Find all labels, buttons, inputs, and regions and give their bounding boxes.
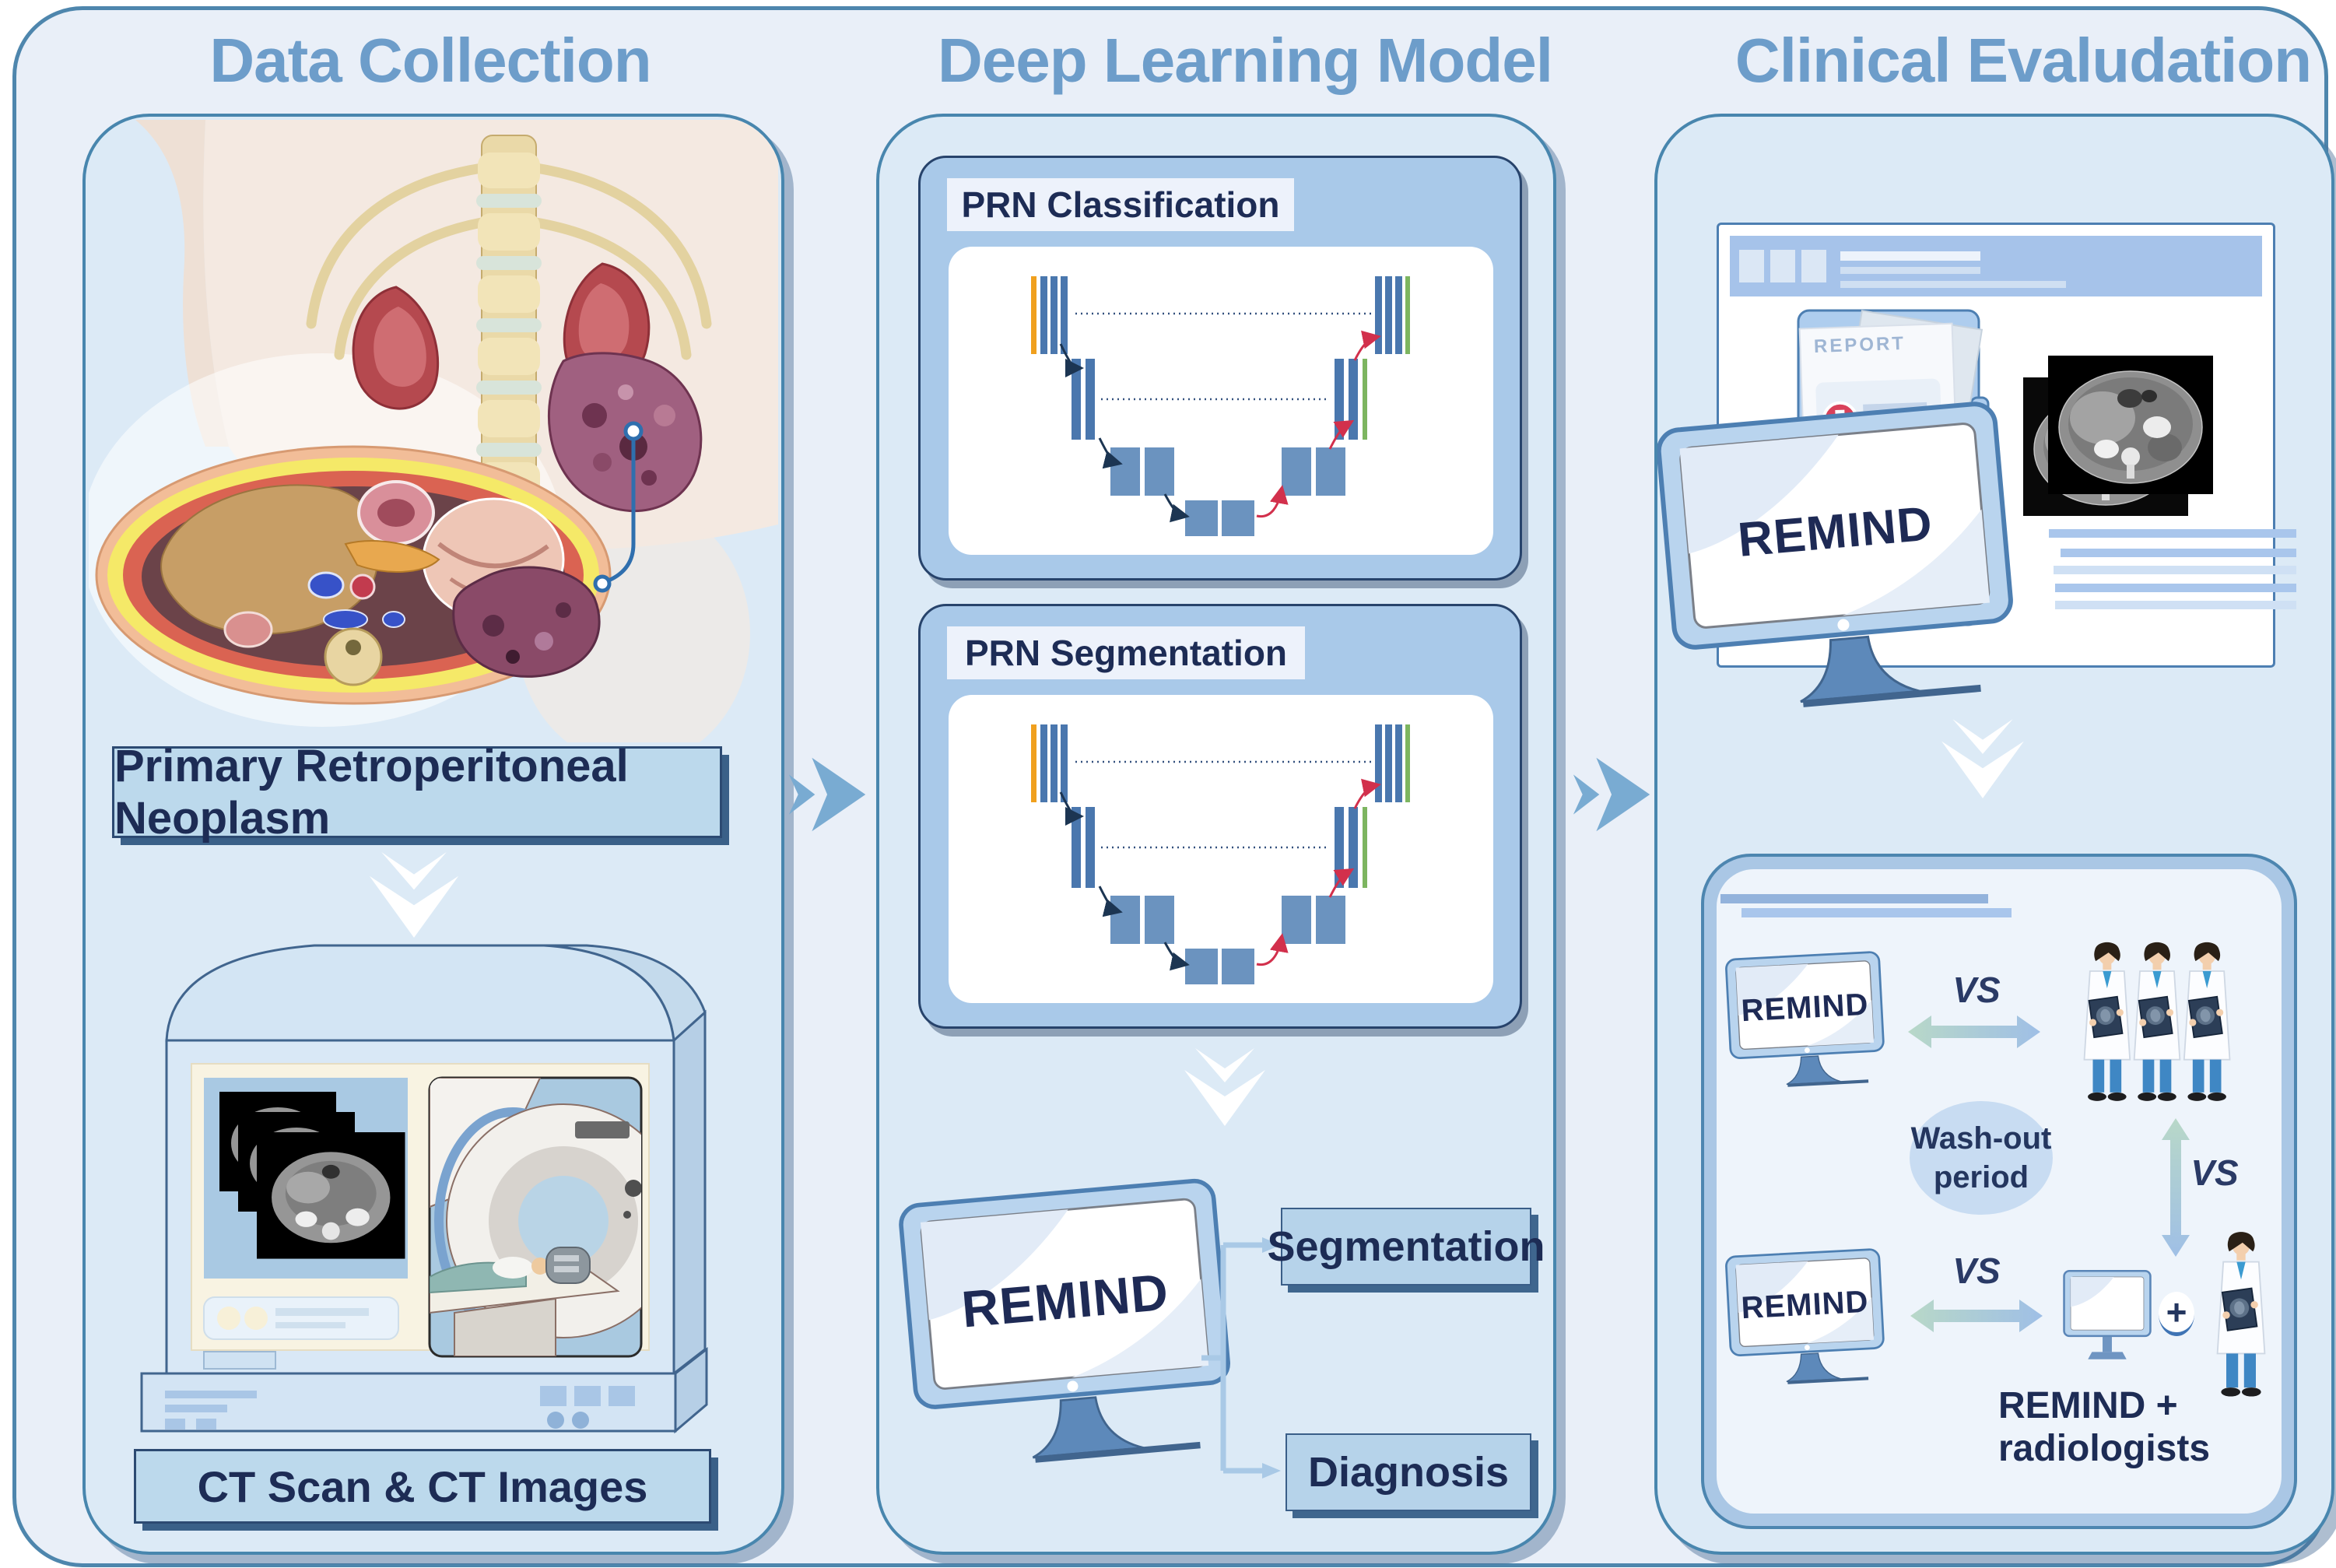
remind-monitor: REMIND bbox=[893, 1172, 1243, 1485]
header-line bbox=[1840, 251, 1980, 261]
prn-classification-box: PRN Classification bbox=[918, 156, 1522, 581]
vs-arrow-vertical bbox=[2162, 1118, 2190, 1257]
remind-monitor-text: REMIND bbox=[1735, 496, 1935, 568]
washout-line1: Wash-out bbox=[1910, 1121, 2052, 1156]
monitor-frame bbox=[1725, 1248, 1885, 1384]
chevron-down-icon bbox=[369, 852, 459, 938]
section-title-data-collection: Data Collection bbox=[209, 26, 651, 95]
prn-segmentation-box: PRN Segmentation bbox=[918, 604, 1522, 1029]
panel-deep-learning: PRN Classification bbox=[876, 114, 1556, 1555]
flow-chevrons-right-icon bbox=[788, 757, 866, 832]
remind-plus-radiologists-label: REMIND + radiologists bbox=[1998, 1385, 2211, 1469]
report-text-line bbox=[2054, 566, 2296, 574]
ribs bbox=[306, 163, 712, 360]
washout-line2: period bbox=[1933, 1160, 2029, 1194]
monitor-frame bbox=[1657, 402, 2013, 707]
header-line bbox=[1840, 281, 2066, 288]
header-square bbox=[1739, 250, 1764, 282]
study-title-line bbox=[1741, 908, 2012, 917]
report-text-line bbox=[2055, 601, 2296, 609]
anatomy-illustration bbox=[89, 120, 778, 742]
flow-chevrons-right-icon bbox=[1573, 757, 1650, 832]
vs-row2-text: VS bbox=[1952, 1251, 2001, 1291]
prn-segmentation-title: PRN Segmentation bbox=[947, 626, 1305, 679]
prn-classification-title: PRN Classification bbox=[947, 178, 1294, 231]
unet-diagram-segmentation bbox=[1031, 724, 1410, 984]
spine bbox=[462, 135, 556, 553]
remind-monitor: REMIND bbox=[1657, 395, 2026, 731]
monitor-frame bbox=[899, 1178, 1230, 1463]
chevron-down-icon bbox=[1184, 1048, 1265, 1126]
workstation-monitor bbox=[2063, 1269, 2152, 1359]
remind-monitor-small: REMIND bbox=[1722, 1246, 1889, 1393]
tumor-annotation-line bbox=[593, 421, 644, 593]
ct-scan-label: CT Scan & CT Images bbox=[134, 1449, 711, 1524]
chevron-down-icon bbox=[1941, 719, 2024, 798]
monitor-frame bbox=[1725, 951, 1885, 1087]
panel-data-collection: Primary Retroperitoneal Neoplasm bbox=[82, 114, 784, 1555]
segmentation-output-label: Segmentation bbox=[1267, 1208, 1545, 1286]
diagnosis-output-label: Diagnosis bbox=[1286, 1433, 1531, 1511]
primary-retroperitoneal-neoplasm-label: Primary Retroperitoneal Neoplasm bbox=[112, 741, 722, 844]
washout-period-circle: Wash-out period bbox=[1910, 1101, 2053, 1215]
vs-arrow-horizontal bbox=[1908, 1016, 2040, 1048]
vs-vertical-text: VS bbox=[2190, 1152, 2239, 1193]
browser-header bbox=[1730, 236, 2262, 296]
report-text-line bbox=[2055, 584, 2296, 592]
panel-clinical-evaluation: REPORT REMIND bbox=[1654, 114, 2334, 1555]
reader-study-box: REMIND VS bbox=[1701, 854, 2297, 1529]
section-title-deep-learning: Deep Learning Model bbox=[938, 26, 1553, 95]
remind-monitor-small: REMIND bbox=[1722, 949, 1889, 1096]
vs-arrow-horizontal bbox=[1910, 1300, 2043, 1332]
kidney-right bbox=[352, 286, 440, 410]
report-text-line bbox=[2061, 549, 2296, 557]
ct-scanner-illustration bbox=[140, 944, 708, 1434]
header-square bbox=[1801, 250, 1826, 282]
remind-monitor-text: REMIND bbox=[1740, 987, 1870, 1029]
unet-diagram-classification bbox=[1031, 276, 1410, 536]
unet-canvas-classification bbox=[949, 247, 1493, 555]
vs-row1-text: VS bbox=[1952, 970, 2001, 1010]
radiologist-single bbox=[2216, 1232, 2266, 1397]
ct-axial-images bbox=[2023, 356, 2213, 516]
remind-monitor-text: REMIND bbox=[959, 1262, 1171, 1338]
report-title-text: REPORT bbox=[1813, 332, 1906, 357]
scanner-room-photo bbox=[430, 1078, 641, 1356]
header-square bbox=[1770, 250, 1795, 282]
unet-canvas-segmentation bbox=[949, 695, 1493, 1003]
axial-cross-section bbox=[95, 445, 612, 705]
radiologists-group bbox=[2083, 941, 2231, 1102]
header-line bbox=[1840, 267, 1980, 274]
remind-monitor-text: REMIND bbox=[1740, 1284, 1870, 1326]
study-title-line bbox=[1720, 894, 1988, 903]
output-connector-lines bbox=[1201, 1237, 1281, 1479]
plus-sign: + bbox=[2159, 1292, 2194, 1336]
report-text-line bbox=[2049, 529, 2296, 538]
section-title-clinical-evaluation: Clinical Evaludation bbox=[1734, 26, 2312, 95]
